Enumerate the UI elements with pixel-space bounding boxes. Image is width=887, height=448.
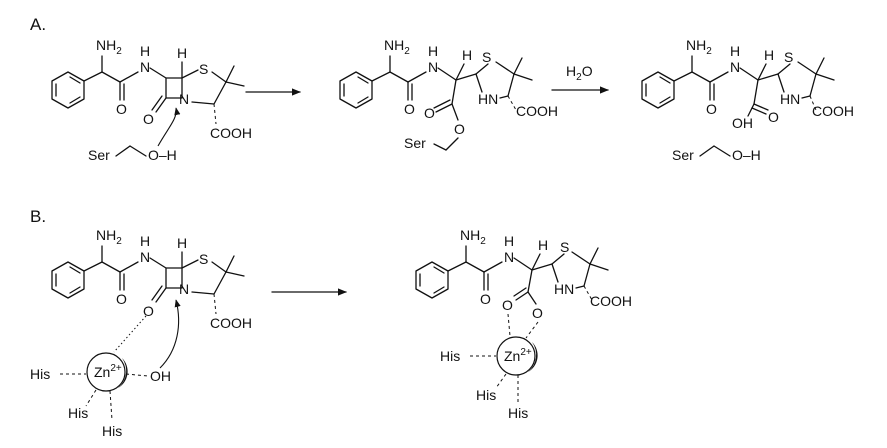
ser-label: Ser [404, 135, 426, 151]
s-label: S [784, 49, 793, 65]
his-label: His [440, 348, 460, 364]
amide-n-label: N [428, 59, 438, 75]
nh2-label: NH2 [460, 227, 486, 247]
panel-a-substrate: NH2 O H N H O N S COOH Ser O–H [51, 37, 252, 163]
nh2-label: NH2 [96, 227, 122, 247]
hydroxide-label: OH [150, 368, 171, 384]
his-label: His [476, 387, 496, 403]
ser-label: Ser [672, 147, 694, 163]
h-label: H [462, 47, 472, 63]
water-label: H2O [566, 63, 593, 83]
s-label: S [199, 61, 208, 77]
h-label: H [177, 45, 187, 61]
h-label: H [764, 47, 774, 63]
s-label: S [560, 239, 569, 255]
acid-o-label: O [768, 109, 779, 125]
cooh-label: COOH [516, 103, 558, 119]
oh-label: OH [732, 115, 753, 131]
h-label: H [177, 235, 187, 251]
amide-h-label: H [140, 233, 150, 249]
zn-label: Zn2+ [504, 347, 532, 364]
panel-b-product: NH2 O H N H S HN COOH O O Zn2+ His [415, 227, 632, 421]
ser-oh-label: O–H [732, 147, 761, 163]
ester-o-label: O [424, 105, 435, 121]
cooh-label: COOH [210, 125, 252, 141]
his-label: His [68, 405, 88, 421]
zinc-ion [86, 352, 126, 392]
carbonyl-o-label: O [116, 101, 127, 117]
s-label: S [199, 251, 208, 267]
ester-o2-label: O [454, 121, 465, 137]
lactam-n-label: N [179, 91, 189, 107]
panel-a-label: A. [30, 15, 46, 34]
carbonyl-o-label: O [116, 291, 127, 307]
amide-n-label: N [504, 249, 514, 265]
s-label: S [482, 49, 491, 65]
amide-h-label: H [428, 43, 438, 59]
amide-h-label: H [730, 43, 740, 59]
ser-label: Ser [88, 147, 110, 163]
carbonyl-o-label: O [480, 291, 491, 307]
panel-b-substrate: NH2 O H N H O N S COOH Zn2+ His OH Hi [30, 227, 252, 439]
amide-n-label: N [140, 249, 150, 265]
amide-n-label: N [140, 59, 150, 75]
zinc-ion [496, 336, 536, 376]
amide-h-label: H [504, 233, 514, 249]
cooh-label: COOH [812, 103, 854, 119]
h-label: H [538, 237, 548, 253]
panel-b-label: B. [30, 207, 46, 226]
hn-label: HN [478, 91, 498, 107]
amide-n-label: N [730, 59, 740, 75]
lactam-n-label: N [179, 281, 189, 297]
lactam-o-label: O [143, 111, 154, 127]
his-label: His [102, 423, 122, 439]
hn-label: HN [780, 91, 800, 107]
amide-h-label: H [140, 43, 150, 59]
zinc-shadow [118, 358, 128, 388]
nh2-label: NH2 [96, 37, 122, 57]
his-label: His [508, 405, 528, 421]
carbonyl-o-label: O [404, 101, 415, 117]
zn-label: Zn2+ [94, 363, 122, 380]
cooh-label: COOH [590, 293, 632, 309]
carboxylate-o1-label: O [502, 297, 513, 313]
zinc-shadow [528, 342, 538, 372]
his-label: His [30, 366, 50, 382]
cooh-label: COOH [210, 315, 252, 331]
ser-oh-label: O–H [148, 147, 177, 163]
panel-a-product: NH2 O H N H S HN COOH O OH Ser O–H [641, 37, 854, 163]
carboxylate-o2-label: O [532, 305, 543, 321]
carbonyl-o-label: O [706, 101, 717, 117]
panel-a-acyl-enzyme: NH2 O H N H S HN COOH O O Ser [339, 37, 558, 151]
hn-label: HN [554, 281, 574, 297]
nh2-label: NH2 [686, 37, 712, 57]
nh2-label: NH2 [384, 37, 410, 57]
lactam-o-label: O [143, 303, 154, 319]
